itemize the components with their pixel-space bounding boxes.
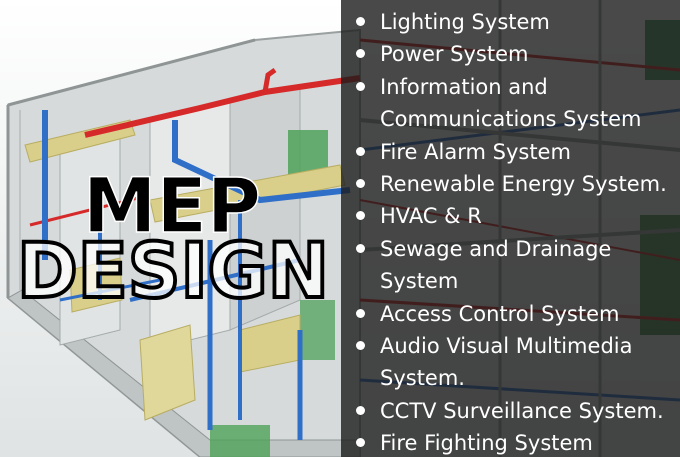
feature-item-text: Renewable Energy System. (380, 172, 667, 197)
feature-item-text: Audio Visual Multimedia (380, 334, 633, 359)
feature-item-text: HVAC & R (380, 204, 482, 229)
feature-item-text: Communications System (380, 107, 642, 132)
bullet-icon (356, 17, 365, 26)
feature-item-text: Sewage and Drainage (380, 236, 612, 261)
red-pipe (84, 75, 361, 138)
feature-item-text: System. (380, 366, 465, 391)
headline: MEP DESIGN (15, 160, 331, 317)
bullet-icon (356, 81, 365, 91)
feature-item-text: Fire Alarm System (380, 139, 571, 164)
bullet-icon (356, 211, 365, 221)
feature-item-text: Access Control System (380, 301, 620, 326)
bullet-icon (356, 341, 365, 351)
feature-item-text: Information and (380, 74, 548, 99)
feature-item: HVAC & R (342, 200, 680, 232)
feature-item: CCTV Surveillance System. (342, 395, 680, 427)
feature-item: Power System (342, 38, 680, 70)
feature-item: Fire Alarm System (342, 136, 680, 168)
feature-item: Fire Fighting System (342, 427, 680, 457)
bullet-icon (356, 405, 365, 415)
feature-item-text: Power System (380, 42, 529, 67)
feature-item: Lighting System (342, 6, 680, 38)
bullet-icon (356, 179, 365, 189)
feature-item-text: Fire Fighting System (380, 431, 593, 456)
bullet-icon (356, 308, 365, 318)
feature-item-text: Lighting System (380, 10, 550, 34)
bullet-icon (356, 49, 365, 59)
headline-design: DESIGN (17, 226, 329, 315)
feature-list-panel (341, 0, 680, 457)
bullet-icon (356, 438, 365, 448)
feature-item-text: System (380, 269, 459, 294)
feature-item: Access Control System (342, 298, 680, 330)
feature-item: Renewable Energy System. (342, 168, 680, 200)
bullet-icon (356, 243, 365, 253)
bullet-icon (356, 146, 365, 156)
headline-mep: MEP (83, 161, 261, 250)
feature-item-text: CCTV Surveillance System. (380, 398, 664, 423)
